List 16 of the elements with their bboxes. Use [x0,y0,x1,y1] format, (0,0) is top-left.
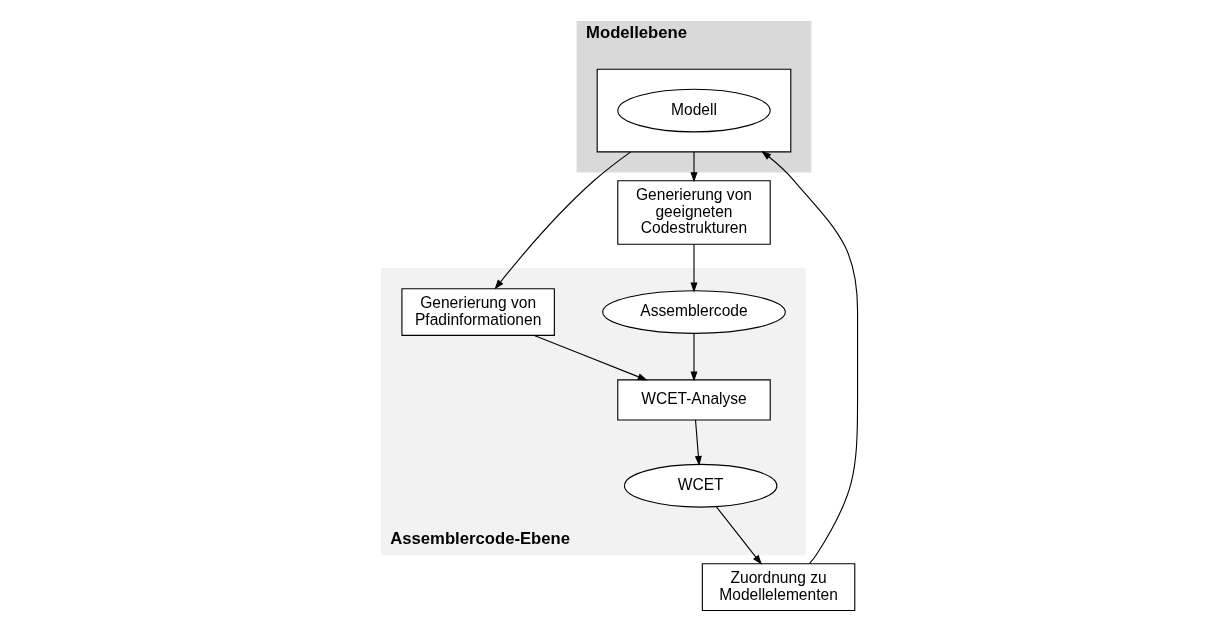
node-box: Generierung von Pfadinformationen [400,288,555,336]
arrow [690,332,697,382]
arrow [760,150,858,564]
cluster [596,68,791,153]
node-ellipse: Assemblercode [601,290,786,334]
node-box: Generierung von geeigneten Codestrukturen [616,180,771,245]
arrow [715,506,762,565]
arrow [690,243,697,293]
arrow [533,334,648,381]
node-ellipse: Modell [616,88,771,133]
node-ellipse: WCET [623,463,777,508]
node-box: WCET-Analyse [616,379,771,421]
node-box: Zuordnung zu Modellelementen [701,563,855,611]
arrow [493,151,631,290]
arrow [690,151,697,183]
arrow [694,419,702,466]
